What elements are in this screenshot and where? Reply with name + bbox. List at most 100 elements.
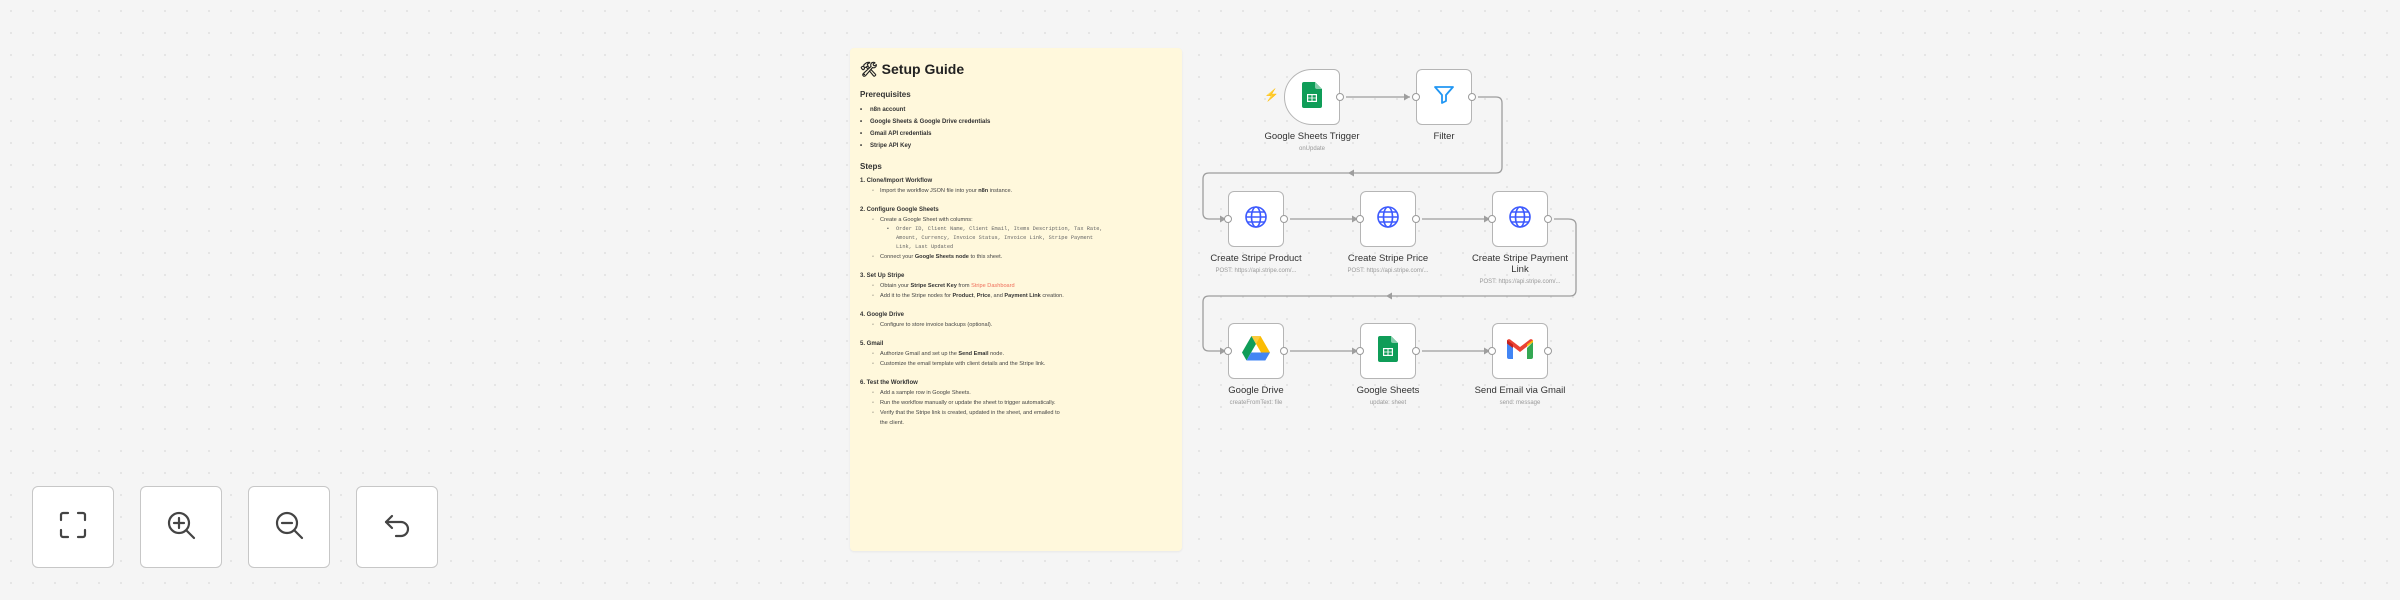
prereq-item: Gmail API credentials [860,128,1174,140]
input-handle[interactable] [1488,215,1496,223]
step-2: 2. Configure Google Sheets Create a Goog… [860,205,1174,262]
columns-list: Order ID, Client Name, Client Email, Ite… [860,225,1174,234]
output-handle[interactable] [1412,215,1420,223]
output-handle[interactable] [1544,347,1552,355]
google-sheets-icon [1378,335,1398,367]
node-label: Create Stripe Product [1210,253,1302,264]
globe-icon [1508,205,1532,234]
arrowhead [1220,347,1226,355]
setup-guide-note[interactable]: 🛠 Setup Guide Prerequisites n8n account … [850,48,1182,551]
columns-list-cont: Link, Last Updated [896,244,954,250]
step-detail: Add it to the Stripe nodes for Product, … [860,291,1174,301]
prereq-item: Stripe API Key [860,140,1174,152]
node-create-stripe-price[interactable] [1356,191,1420,247]
step-5: 5. Gmail Authorize Gmail and set up the … [860,339,1174,369]
input-handle[interactable] [1356,215,1364,223]
step-detail: Add a sample row in Google Sheets. [860,388,1174,398]
gmail-icon [1507,338,1533,364]
output-handle[interactable] [1412,347,1420,355]
step-title: 2. Configure Google Sheets [860,207,939,213]
node-label: Google Sheets Trigger [1264,131,1360,142]
steps-heading: Steps [860,162,882,171]
undo-icon [382,510,412,545]
undo-button[interactable] [356,486,438,568]
google-sheets-icon [1302,81,1322,113]
stripe-dashboard-link[interactable]: Stripe Dashboard [971,283,1015,289]
node-google-sheets[interactable] [1356,323,1420,379]
arrowhead [1348,169,1354,177]
step-detail: Obtain your Stripe Secret Key from Strip… [860,281,1174,291]
step-detail: Create a Google Sheet with columns: [860,215,1174,225]
output-handle[interactable] [1468,93,1476,101]
node-label: Create Stripe Payment [1471,253,1569,264]
globe-icon [1244,205,1268,234]
step-6: 6. Test the Workflow Add a sample row in… [860,378,1174,428]
output-handle[interactable] [1336,93,1344,101]
node-subtitle: createFromText: file [1229,400,1283,406]
output-handle[interactable] [1544,215,1552,223]
step-3: 3. Set Up Stripe Obtain your Stripe Secr… [860,271,1174,301]
node-create-stripe-product[interactable] [1224,191,1288,247]
zoom-out-icon [273,509,305,546]
zoom-in-button[interactable] [140,486,222,568]
input-handle[interactable] [1224,347,1232,355]
fit-view-button[interactable] [32,486,114,568]
google-drive-icon [1242,336,1270,366]
note-title: 🛠 Setup Guide [860,61,965,77]
node-label-cont: Link [1511,264,1529,275]
step-1: 1. Clone/Import Workflow Import the work… [860,176,1174,196]
fit-view-icon [58,510,88,545]
steps-list: 1. Clone/Import Workflow Import the work… [860,176,1174,428]
arrowhead [1352,347,1358,355]
step-title: 6. Test the Workflow [860,380,918,386]
prerequisites-list: n8n account Google Sheets & Google Drive… [860,104,1174,152]
node-create-stripe-payment-link[interactable] [1488,191,1552,247]
node-filter[interactable] [1412,69,1476,125]
filter-icon [1432,83,1456,112]
step-detail: Configure to store invoice backups (opti… [860,320,1174,330]
node-subtitle: onUpdate [1298,146,1326,152]
input-handle[interactable] [1412,93,1420,101]
step-title: 3. Set Up Stripe [860,273,905,279]
prereq-item: n8n account [860,104,1174,116]
arrowhead [1352,215,1358,223]
step-4: 4. Google Drive Configure to store invoi… [860,310,1174,330]
arrowhead [1220,215,1226,223]
node-label: Create Stripe Price [1347,253,1429,264]
input-handle[interactable] [1356,347,1364,355]
step-title: 4. Google Drive [860,312,905,318]
columns-list-cont: Amount, Currency, Invoice Status, Invoic… [896,235,1094,241]
input-handle[interactable] [1488,347,1496,355]
node-send-email-gmail[interactable] [1488,323,1552,379]
node-subtitle: POST: https://api.stripe.com/... [1215,268,1297,274]
node-google-drive[interactable] [1224,323,1288,379]
step-detail: Customize the email template with client… [860,359,1174,369]
prerequisites-heading: Prerequisites [860,90,911,99]
step-detail: Verify that the Stripe link is created, … [860,408,1174,418]
zoom-in-icon [165,509,197,546]
step-detail-cont: the client. [880,420,904,426]
step-title: 1. Clone/Import Workflow [860,178,933,184]
step-detail: Run the workflow manually or update the … [860,398,1174,408]
arrowhead [1404,93,1410,101]
node-label: Google Sheets [1356,385,1420,396]
input-handle[interactable] [1224,215,1232,223]
node-label: Send Email via Gmail [1474,385,1566,396]
output-handle[interactable] [1280,215,1288,223]
node-subtitle: POST: https://api.stripe.com/... [1479,279,1561,285]
step-detail: Authorize Gmail and set up the Send Emai… [860,349,1174,359]
step-detail: Connect your Google Sheets node to this … [860,252,1174,262]
prereq-item: Google Sheets & Google Drive credentials [860,116,1174,128]
node-subtitle: send: message [1499,400,1541,406]
node-subtitle: update: sheet [1369,400,1407,406]
step-detail: Import the workflow JSON file into your … [860,186,1174,196]
node-subtitle: POST: https://api.stripe.com/... [1347,268,1429,274]
output-handle[interactable] [1280,347,1288,355]
node-label: Google Drive [1228,385,1284,396]
node-google-sheets-trigger[interactable] [1284,69,1344,125]
arrowhead [1484,215,1490,223]
zoom-out-button[interactable] [248,486,330,568]
trigger-bolt-icon: ⚡ [1264,88,1279,102]
step-title: 5. Gmail [860,341,884,347]
